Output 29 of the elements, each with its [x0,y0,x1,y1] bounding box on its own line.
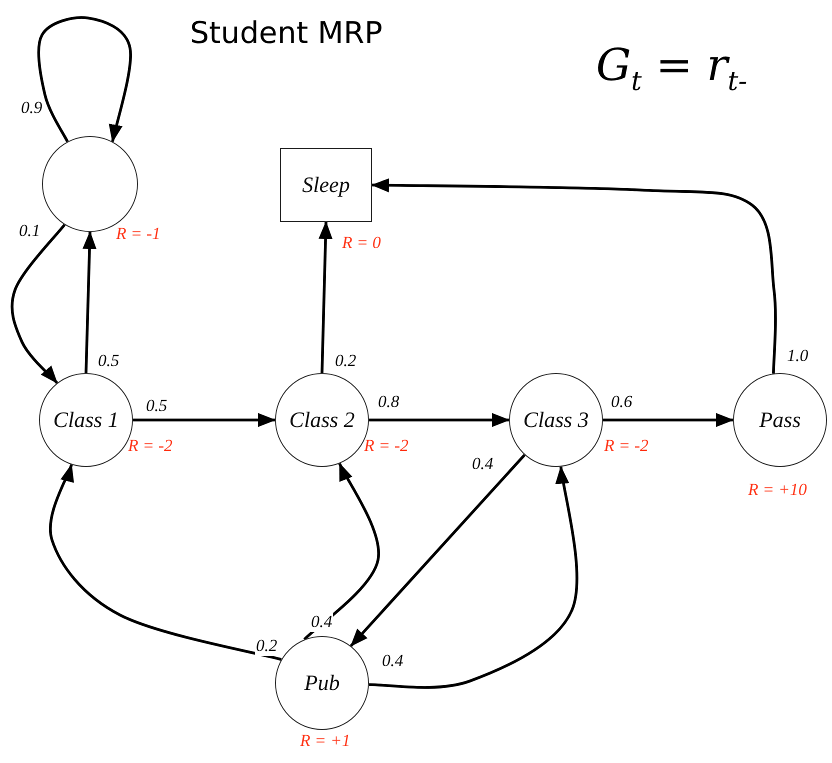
arrow [368,466,578,689]
arrow [49,464,282,661]
arrow [318,221,333,374]
formula: G$_{t}$ = r$_{t-}$ [596,40,748,97]
arrow [82,231,97,374]
reward-label: R = +1 [300,731,350,751]
state-name: Sleep [302,172,350,198]
arrow [303,462,380,640]
state-name: Class 2 [289,407,355,433]
state-name: Pass [759,407,801,433]
state-name: Class 1 [53,407,119,433]
reward-label: R = -1 [116,224,161,244]
arrow [133,413,276,427]
reward-label: R = 0 [342,233,381,253]
arrow [371,178,777,374]
reward-label: R = -2 [128,436,173,456]
state-name: Pub [304,670,340,696]
state-box [280,148,372,222]
reward-label: R = -2 [364,436,409,456]
diagram-title: Student MRP [190,16,382,51]
reward-label: R = -2 [604,436,649,456]
arrow [603,413,734,427]
arrow [369,413,510,427]
arrow [10,224,66,384]
state-name: Class 3 [523,407,589,433]
arrow [350,454,526,647]
reward-label: R = +10 [748,480,807,500]
edge-label: 0.4 [310,612,334,632]
arrow [37,16,132,143]
